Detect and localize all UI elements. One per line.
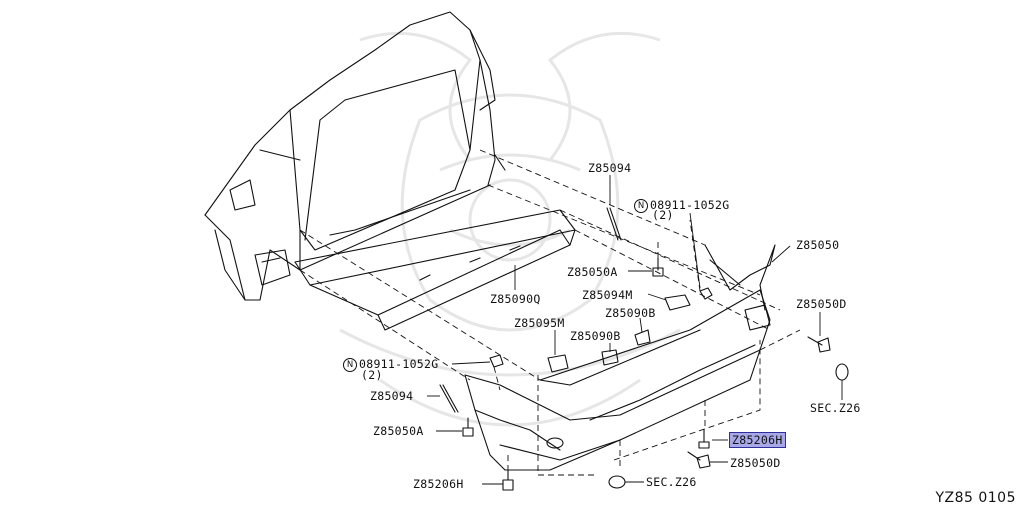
clip-z85206h-bottom xyxy=(502,469,514,491)
bracket-z85090b-mid xyxy=(601,349,619,366)
bracket-z85090b-top xyxy=(634,329,651,346)
n-symbol-top: N xyxy=(634,199,648,213)
watermark-emblem xyxy=(339,31,681,427)
label-z85206h-bottom[interactable]: Z85206H xyxy=(413,477,464,491)
label-sec-z26-bottom[interactable]: SEC.Z26 xyxy=(646,475,697,489)
nut-bottom xyxy=(489,354,504,368)
label-z85050a-bottom[interactable]: Z85050A xyxy=(373,424,424,438)
screw-z85050d-bottom xyxy=(687,451,711,469)
label-z85095m[interactable]: Z85095M xyxy=(514,316,565,330)
label-bolt-08911-1052g-top[interactable]: 08911-1052G xyxy=(650,198,730,212)
label-z85206h-selected[interactable]: Z85206H xyxy=(729,432,786,448)
label-z85090b-top[interactable]: Z85090B xyxy=(605,306,656,320)
label-z85094m[interactable]: Z85094M xyxy=(582,288,633,302)
car-body-rear xyxy=(204,11,506,301)
label-z85094-bottom[interactable]: Z85094 xyxy=(370,389,414,403)
rear-bumper-fascia xyxy=(464,244,776,471)
plug-sec-z26-bottom xyxy=(608,475,626,489)
trim-strip-top xyxy=(606,207,622,241)
label-z85050d-bottom[interactable]: Z85050D xyxy=(730,456,781,470)
label-quantity-bottom: (2) xyxy=(361,368,383,382)
leader-lines xyxy=(427,175,843,485)
label-z85090q[interactable]: Z85090Q xyxy=(490,292,541,306)
screw-z85050d-right xyxy=(807,336,831,353)
label-quantity-top: (2) xyxy=(652,208,674,222)
n-symbol-bottom: N xyxy=(343,358,357,372)
bracket-z85094m xyxy=(664,294,691,311)
bumper-reinforcement xyxy=(294,209,576,331)
label-z85050d-right[interactable]: Z85050D xyxy=(796,297,847,311)
label-z85050a-top[interactable]: Z85050A xyxy=(567,265,618,279)
nut-top xyxy=(699,287,713,300)
trim-strip-bottom xyxy=(439,384,459,413)
label-z85090b-mid[interactable]: Z85090B xyxy=(570,329,621,343)
label-z85050[interactable]: Z85050 xyxy=(796,238,840,252)
clip-z85206h-selected xyxy=(698,429,710,449)
clip-z85050a-top xyxy=(652,257,664,277)
assembly-lines xyxy=(299,149,801,476)
label-bolt-08911-1052g-bottom[interactable]: 08911-1052G xyxy=(359,357,439,371)
clip-z85050a-bottom xyxy=(462,417,474,437)
diagram-reference-code: YZ85 0105 xyxy=(935,490,1016,506)
plug-sec-z26-right xyxy=(835,363,849,381)
label-sec-z26-right[interactable]: SEC.Z26 xyxy=(810,401,861,415)
bracket-z85095m xyxy=(547,354,569,373)
label-z85094-top[interactable]: Z85094 xyxy=(588,161,632,175)
